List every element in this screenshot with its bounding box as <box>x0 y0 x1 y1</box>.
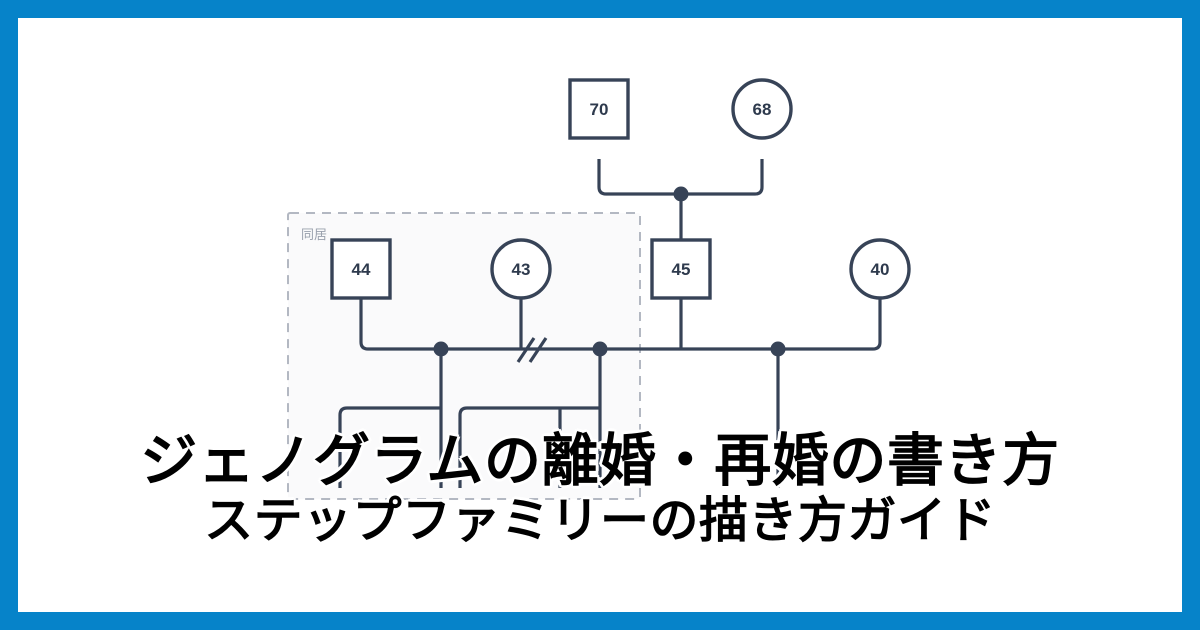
person-label-40: 40 <box>871 260 890 279</box>
person-label-43: 43 <box>512 260 531 279</box>
union-dot-left-couple <box>433 341 449 357</box>
person-node-40[interactable] <box>849 238 911 300</box>
person-label-68: 68 <box>753 100 772 119</box>
sibling-bar-left-union <box>338 406 441 488</box>
household-label: 同居 <box>301 227 327 242</box>
person-node-45[interactable] <box>650 238 712 300</box>
union-dot-grandparents <box>673 186 689 202</box>
person-node-43[interactable] <box>490 238 552 300</box>
person-node-68[interactable] <box>731 78 793 140</box>
genogram-diagram: 同居 70 68 44 43 45 <box>287 78 911 500</box>
person-node-44[interactable] <box>330 238 392 300</box>
sibling-bar-right-union <box>458 406 600 488</box>
link-p4-to-union-right <box>785 299 882 351</box>
link-g1-to-union-top <box>597 159 681 196</box>
person-label-70: 70 <box>590 100 609 119</box>
union-dot-remarriage <box>770 341 786 357</box>
divorce-double-slash-icon <box>516 337 548 363</box>
person-node-70[interactable] <box>568 78 630 140</box>
link-g2-to-union-top <box>688 159 764 196</box>
person-label-44: 44 <box>352 260 371 279</box>
card-inner-canvas: 同居 70 68 44 43 45 <box>18 18 1182 612</box>
union-dot-right-couple <box>592 341 608 357</box>
link-p1-to-union-left <box>359 299 441 351</box>
person-label-45: 45 <box>672 260 691 279</box>
